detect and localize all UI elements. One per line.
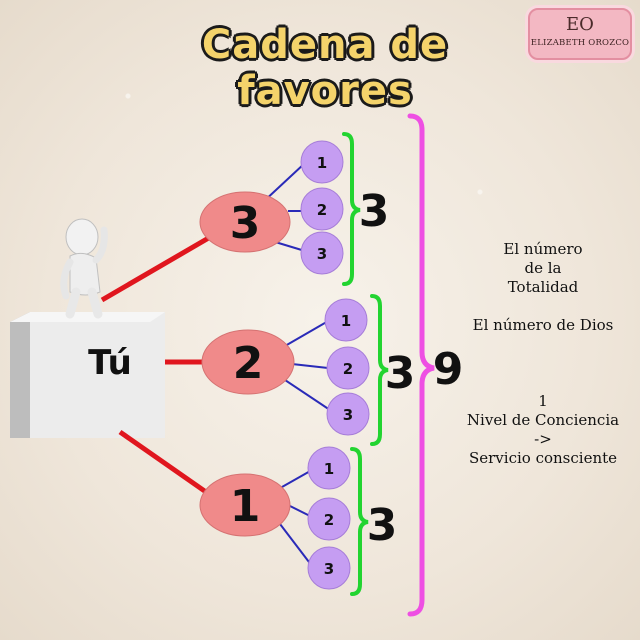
notes-totality: El número de la Totalidad [448, 240, 638, 297]
root-label: Tú [88, 343, 132, 383]
branch-top-total: 3 [359, 186, 390, 237]
branch-middle-child-1: 1 [341, 312, 351, 330]
branch-bottom-label: 1 [230, 481, 261, 532]
notes-line: Servicio consciente [468, 449, 618, 467]
branch-bottom-child-1: 1 [324, 460, 334, 478]
branch-middle-label: 2 [233, 338, 264, 389]
branch-bottom: 1 1 2 3 3 [199, 446, 398, 596]
notes-line: Totalidad [507, 278, 579, 296]
brand-logo: EO ELIZABETH OROZCO [528, 8, 632, 60]
root-connectors [100, 233, 214, 495]
total-brace: 9 [407, 113, 464, 617]
logo-monogram: EO [566, 14, 594, 35]
notes-consciousness: 1 Nivel de Conciencia -> Servicio consci… [448, 392, 638, 468]
branch-bottom-total: 3 [367, 500, 398, 551]
notes-line: -> [534, 430, 552, 448]
branch-bottom-child-2: 2 [324, 511, 334, 529]
branch-bottom-child-3: 3 [324, 560, 334, 578]
logo-text: ELIZABETH OROZCO [530, 38, 630, 48]
branch-middle-total: 3 [385, 348, 416, 399]
notes-line: El número de Dios [472, 316, 614, 334]
notes-god-number: El número de Dios [448, 316, 638, 335]
branch-middle-child-3: 3 [343, 406, 353, 424]
notes-line: 1 [538, 392, 548, 410]
branch-middle-child-2: 2 [343, 360, 353, 378]
person-figure-icon [60, 218, 108, 319]
notes-line: Nivel de Conciencia [466, 411, 620, 429]
branch-top-label: 3 [230, 198, 261, 249]
cube [10, 312, 165, 438]
branch-top-child-3: 3 [317, 245, 327, 263]
branch-top: 3 1 2 3 3 [199, 132, 390, 286]
branch-top-child-1: 1 [317, 154, 327, 172]
page-title: Cadena de favores [201, 22, 449, 114]
notes-line: El número [503, 240, 583, 258]
branch-middle: 2 1 2 3 3 [201, 294, 416, 446]
branch-top-child-2: 2 [317, 201, 327, 219]
notes-line: de la [524, 259, 562, 277]
grand-total: 9 [433, 344, 464, 395]
